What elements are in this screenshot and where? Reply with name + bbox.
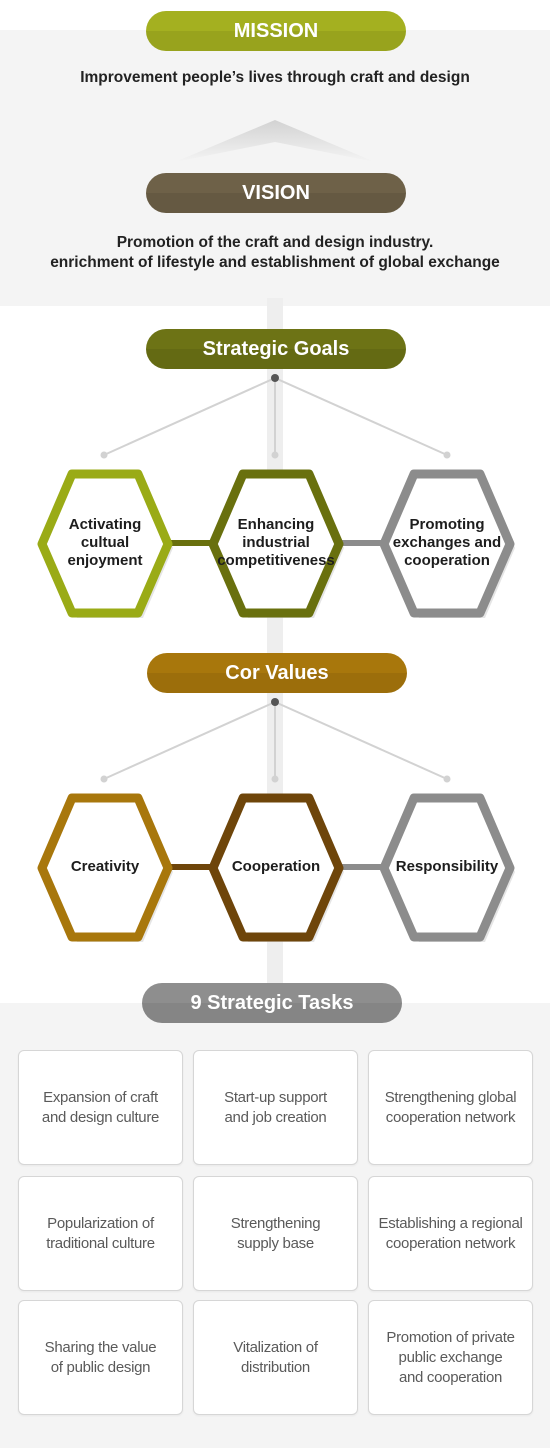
strategic-task-label-line: Start-up support — [224, 1088, 327, 1106]
strategic-task-label-line: and design culture — [41, 1108, 160, 1126]
strategic-goal-label-line: Activating — [68, 516, 142, 533]
vision-statement-line2: enrichment of lifestyle and establishmen… — [50, 254, 500, 271]
strategic-goal-connector — [165, 540, 216, 546]
core-value-label-line: Responsibility — [395, 858, 499, 875]
strategic-task-label: Sharing the value of public design — [45, 1338, 157, 1378]
mission-vision-band — [0, 30, 550, 306]
strategic-task-label-line: distribution — [241, 1358, 310, 1376]
strategic-goal-label-line: Promoting — [409, 516, 485, 533]
core-value-hexagon: Creativity — [35, 792, 175, 942]
strategic-goal-label-line: cultual — [80, 534, 130, 551]
strategic-task-label-line: cooperation network — [385, 1234, 516, 1252]
strategic-task-label-line: supply base — [237, 1234, 314, 1252]
strategic-goals-label: Strategic Goals — [202, 338, 350, 360]
strategic-task-label-line: public exchange — [398, 1348, 503, 1366]
strategic-task-label-line: Establishing a regional — [378, 1214, 523, 1232]
strategic-task-label-line: Sharing the value — [44, 1338, 157, 1356]
strategic-task-label-line: Promotion of private — [386, 1328, 515, 1346]
core-values-pill: Cor Values — [147, 653, 407, 693]
vision-label: VISION — [242, 182, 310, 204]
strategic-goal-connector — [336, 540, 387, 546]
strategic-task-label: Strengthening global cooperation network — [385, 1088, 517, 1128]
strategic-task-label-line: Popularization of — [47, 1214, 154, 1232]
strategic-task-card: Start-up support and job creation — [193, 1050, 358, 1165]
strategic-task-label-line: Expansion of craft — [43, 1088, 158, 1106]
vision-statement-line1: Promotion of the craft and design indust… — [116, 234, 434, 251]
core-values-label: Cor Values — [225, 662, 329, 684]
vision-statement: Promotion of the craft and design indust… — [0, 233, 550, 273]
core-value-label-text: Creativity — [71, 858, 139, 876]
mission-label: MISSION — [233, 20, 319, 42]
core-value-label-text: Cooperation — [232, 858, 320, 876]
core-value-label: Cooperation — [206, 792, 346, 942]
vision-pill: VISION — [146, 173, 406, 213]
strategic-goal-label-line: industrial — [242, 534, 310, 551]
strategic-goal-label-line: exchanges and — [392, 534, 502, 551]
mission-statement: Improvement people’s lives through craft… — [80, 69, 470, 86]
strategic-task-label: Start-up support and job creation — [224, 1088, 327, 1128]
chevron-up-connector — [175, 120, 375, 162]
strategic-task-card: Vitalization of distribution — [193, 1300, 358, 1415]
core-value-label: Creativity — [35, 792, 175, 942]
strategic-task-label-line: and job creation — [224, 1108, 327, 1126]
strategic-goal-label-line: enjoyment — [67, 552, 143, 569]
core-value-hexagon: Responsibility — [377, 792, 517, 942]
goals-branch-lines — [100, 374, 451, 459]
strategic-task-card: Popularization of traditional culture — [18, 1176, 183, 1291]
core-value-hexagon: Cooperation — [206, 792, 346, 942]
core-value-label-text: Responsibility — [396, 858, 499, 876]
strategic-tasks-label: 9 Strategic Tasks — [190, 992, 354, 1014]
strategic-task-card: Strengthening global cooperation network — [368, 1050, 533, 1165]
strategic-task-label: Promotion of private public exchange and c… — [386, 1328, 515, 1388]
strategic-task-label: Vitalization of distribution — [233, 1338, 318, 1378]
strategic-goal-label-line: Enhancing — [237, 516, 315, 533]
strategic-task-label: Strengthening supply base — [231, 1214, 321, 1254]
strategic-task-card: Expansion of craft and design culture — [18, 1050, 183, 1165]
strategic-task-card: Sharing the value of public design — [18, 1300, 183, 1415]
strategic-task-label-line: Vitalization of — [233, 1338, 318, 1356]
mission-pill: MISSION — [146, 11, 406, 51]
core-value-connector — [336, 864, 387, 870]
core-value-label-line: Creativity — [70, 858, 140, 875]
core-value-label: Responsibility — [377, 792, 517, 942]
strategic-goal-label-line: competitiveness — [217, 552, 335, 569]
strategic-task-label-line: and cooperation — [398, 1368, 503, 1386]
strategic-task-card: Establishing a regional cooperation netwo… — [368, 1176, 533, 1291]
strategic-task-label-line: of public design — [50, 1358, 151, 1376]
strategic-task-label-line: cooperation network — [385, 1108, 516, 1126]
strategic-task-label-line: Strengthening — [230, 1214, 321, 1232]
strategic-task-label-line: traditional culture — [46, 1234, 155, 1252]
strategic-task-label: Expansion of craft and design culture — [42, 1088, 159, 1128]
strategic-task-card: Strengthening supply base — [193, 1176, 358, 1291]
strategic-task-label: Establishing a regional cooperation netwo… — [378, 1214, 522, 1254]
strategic-goals-pill: Strategic Goals — [146, 329, 406, 369]
strategic-task-card: Promotion of private public exchange and c… — [368, 1300, 533, 1415]
strategic-task-label: Popularization of traditional culture — [46, 1214, 155, 1254]
strategic-goal-label-line: cooperation — [404, 552, 490, 569]
strategic-task-label-line: Strengthening global — [384, 1088, 517, 1106]
core-value-label-line: Cooperation — [231, 858, 321, 875]
core-value-connector — [165, 864, 216, 870]
values-branch-lines — [100, 698, 451, 783]
strategic-tasks-pill: 9 Strategic Tasks — [142, 983, 402, 1023]
